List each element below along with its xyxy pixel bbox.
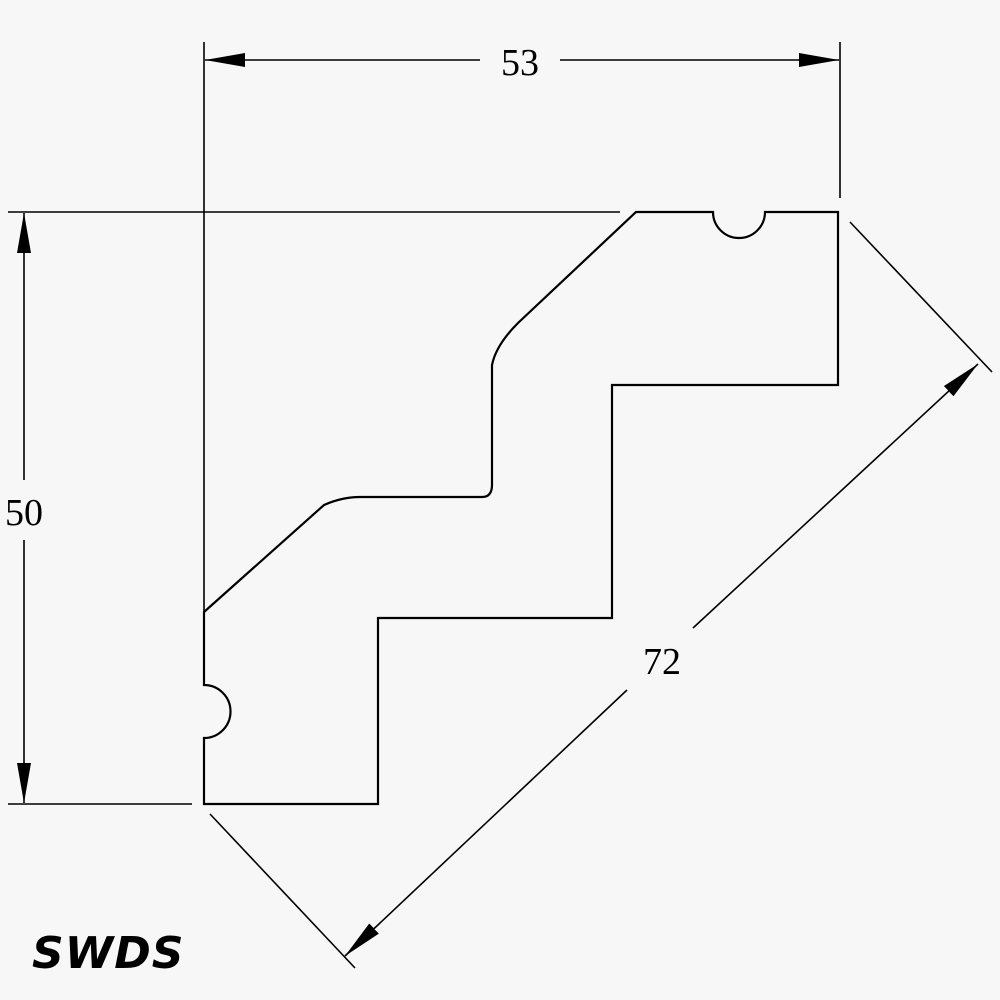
- diagonal-extension-line-bottom: [209, 813, 356, 969]
- diagonal-dimension: 72: [209, 221, 993, 969]
- brand-logo-text: SWDS: [32, 928, 185, 979]
- height-dimension-label: 50: [5, 492, 43, 534]
- diagonal-extension-line-top: [849, 221, 993, 373]
- diagonal-dimension-label: 72: [643, 641, 681, 683]
- diagonal-dimension-line-lower: [344, 689, 628, 957]
- height-dimension: 50: [0, 211, 620, 805]
- molding-profile-outline: [202, 210, 840, 806]
- height-label-mask: [0, 488, 50, 534]
- diagonal-dimension-line-upper: [692, 363, 979, 629]
- width-dimension: 53: [203, 42, 841, 612]
- width-dimension-label: 53: [501, 42, 539, 84]
